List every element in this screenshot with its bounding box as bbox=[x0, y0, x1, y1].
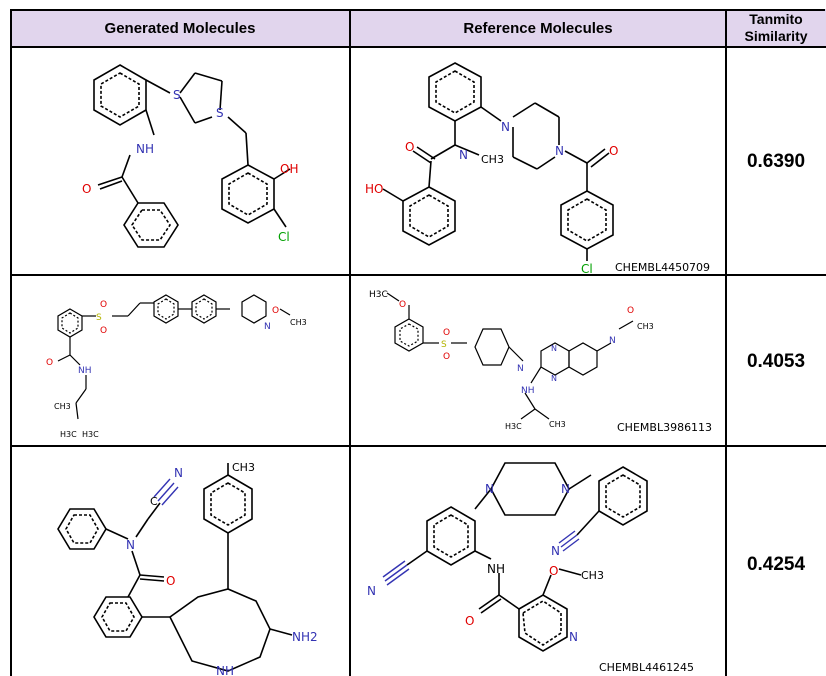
atom-ch3b: CH3 bbox=[549, 420, 566, 429]
atom-o4: O bbox=[46, 358, 53, 368]
atom-ho: HO bbox=[365, 182, 383, 196]
atom-ch3: CH3 bbox=[481, 153, 504, 166]
atom-s2: S bbox=[216, 106, 224, 120]
header-similarity-line2: Similarity bbox=[744, 28, 808, 44]
reference-id-3: CHEMBL4461245 bbox=[599, 661, 694, 674]
atom-o1: O bbox=[100, 300, 107, 310]
atom-cl: Cl bbox=[278, 230, 290, 244]
atom-cl: Cl bbox=[581, 262, 593, 273]
atom-n: N bbox=[264, 322, 271, 332]
atom-n2: N bbox=[174, 466, 183, 480]
atom-n2: N bbox=[485, 482, 494, 496]
atom-n2: N bbox=[555, 144, 564, 158]
atom-o2: O bbox=[100, 326, 107, 336]
atom-n4: N bbox=[609, 336, 616, 346]
atom-nh: NH bbox=[487, 562, 505, 576]
table-grid bbox=[10, 9, 826, 676]
header-background bbox=[10, 9, 826, 47]
atom-oh: OH bbox=[280, 162, 298, 176]
atom-o3: O bbox=[443, 352, 450, 362]
reference-molecule-2: H3C O S O O N N N N O CH3 NH H3C CH3 CHE… bbox=[369, 290, 712, 434]
atom-h3c2: H3C bbox=[505, 422, 522, 431]
atom-nh: NH bbox=[521, 386, 535, 396]
reference-molecule-1: N N N CH3 O O HO Cl CHEMBL4450709 bbox=[365, 62, 710, 273]
reference-id-1: CHEMBL4450709 bbox=[615, 261, 710, 273]
atom-s: S bbox=[441, 340, 447, 350]
atom-o: O bbox=[166, 574, 175, 588]
atom-me1: CH3 bbox=[54, 402, 71, 411]
atom-ch3: CH3 bbox=[581, 569, 604, 582]
similarity-value-row-1: 0.6390 bbox=[746, 151, 806, 172]
header-similarity: Tanmito Similarity bbox=[726, 9, 826, 47]
atom-me2: H3C bbox=[60, 430, 77, 439]
atom-o1: O bbox=[465, 614, 474, 628]
atom-n3: N bbox=[551, 544, 560, 558]
atom-n1: N bbox=[561, 482, 570, 496]
generated-molecule-3: N C N O CH3 NH2 NH bbox=[57, 461, 318, 676]
header-reference-molecules: Reference Molecules bbox=[463, 19, 613, 37]
generated-molecule-1: S S NH O OH Cl bbox=[82, 64, 298, 248]
reference-id-2: CHEMBL3986113 bbox=[617, 421, 712, 434]
atom-n2: N bbox=[551, 344, 557, 353]
atom-n1: N bbox=[126, 538, 135, 552]
atom-o1: O bbox=[405, 140, 414, 154]
reference-molecule-3: N N N N NH O O CH3 N CHEMBL4461245 bbox=[367, 462, 694, 674]
atom-nh: NH bbox=[78, 366, 92, 376]
atom-s: S bbox=[96, 313, 102, 323]
atom-h3c: H3C bbox=[369, 290, 388, 300]
atom-o1: O bbox=[399, 300, 406, 310]
atom-o: O bbox=[82, 182, 91, 196]
atom-o2: O bbox=[549, 564, 558, 578]
atom-me3: H3C bbox=[82, 430, 99, 439]
atom-ch3a: CH3 bbox=[637, 322, 654, 331]
atom-o2: O bbox=[443, 328, 450, 338]
atom-o4: O bbox=[627, 306, 634, 316]
atom-nh: NH bbox=[216, 664, 234, 676]
atom-o3: O bbox=[272, 306, 279, 316]
atom-c: C bbox=[150, 495, 158, 508]
atom-o2: O bbox=[609, 144, 618, 158]
atom-n1: N bbox=[501, 120, 510, 134]
atom-n3: N bbox=[459, 148, 468, 162]
similarity-value-row-3: 0.4254 bbox=[746, 554, 806, 575]
generated-molecule-2: S O O N O CH3 O NH CH3 H3C H3C bbox=[46, 294, 307, 439]
comparison-table: Generated Molecules Reference Molecules … bbox=[10, 9, 826, 676]
atom-n4: N bbox=[367, 584, 376, 598]
atom-ch3: CH3 bbox=[232, 461, 255, 474]
atom-n1: N bbox=[517, 364, 524, 374]
header-generated-molecules: Generated Molecules bbox=[104, 19, 256, 37]
atom-s1: S bbox=[173, 88, 181, 102]
atom-nh2: NH2 bbox=[292, 630, 318, 644]
atom-nh: NH bbox=[136, 142, 154, 156]
atom-n3: N bbox=[551, 374, 557, 383]
atom-n5: N bbox=[569, 630, 578, 644]
atom-ch3: CH3 bbox=[290, 318, 307, 327]
similarity-value-row-2: 0.4053 bbox=[746, 351, 806, 372]
header-similarity-line1: Tanmito bbox=[749, 11, 803, 27]
